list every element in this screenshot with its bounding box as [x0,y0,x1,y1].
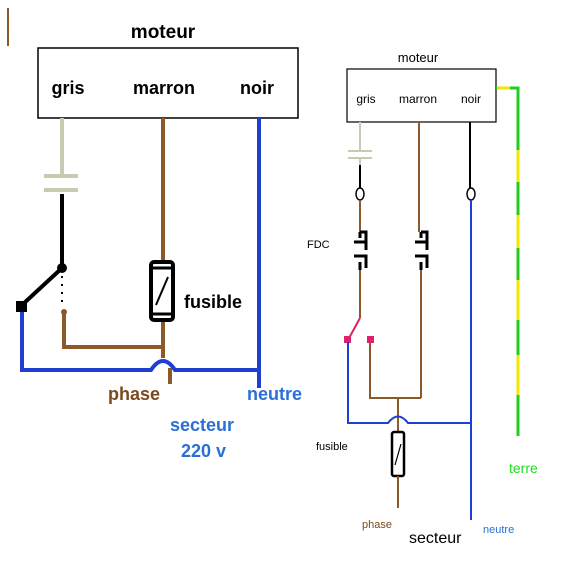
right-wire-noir-label: noir [461,92,481,106]
right-brown-junction [369,343,421,399]
right-fdc-switch-2 [415,230,429,270]
right-diagram: moteur gris marron noir FDC fusible [307,50,538,547]
right-motor-title: moteur [398,50,439,65]
right-fdc-switch-1 [354,230,368,270]
left-switch-lever [20,266,64,307]
left-motor-title: moteur [131,22,196,43]
left-wire-gris-label: gris [51,78,84,98]
right-fdc-label: FDC [307,239,330,251]
right-red-switch-contact-left [344,336,351,343]
left-voltage-label: 220 v [181,441,226,461]
left-motor-box [37,47,299,119]
right-secteur-label: secteur [409,530,462,547]
right-wire-marron-label: marron [399,92,437,106]
left-wire-noir-label: noir [240,78,274,98]
right-earth-wire [496,86,520,436]
left-neutre-label: neutre [247,384,302,404]
right-red-switch-contact-right [367,336,374,343]
right-neutre-label: neutre [483,524,514,536]
right-motor-box [346,68,497,123]
left-diagram: moteur gris marron noir fusible phase ne… [16,22,302,461]
right-connector-gris [355,187,365,201]
right-fuse-label: fusible [316,441,348,453]
right-fuse-element [394,443,402,466]
left-brown-return [62,312,163,349]
left-fuse-element [155,276,169,306]
left-phase-label: phase [108,384,160,404]
left-blue-bottom [20,312,259,372]
left-switch-contact [16,301,27,312]
left-secteur-label: secteur [170,415,234,435]
right-terre-label: terre [509,460,538,476]
right-blue-bottom [347,342,471,424]
right-connector-noir [466,187,476,201]
right-phase-label: phase [362,519,392,531]
right-wire-gris-label: gris [356,92,375,106]
left-fuse-label: fusible [184,292,242,312]
left-wire-marron-label: marron [133,78,195,98]
